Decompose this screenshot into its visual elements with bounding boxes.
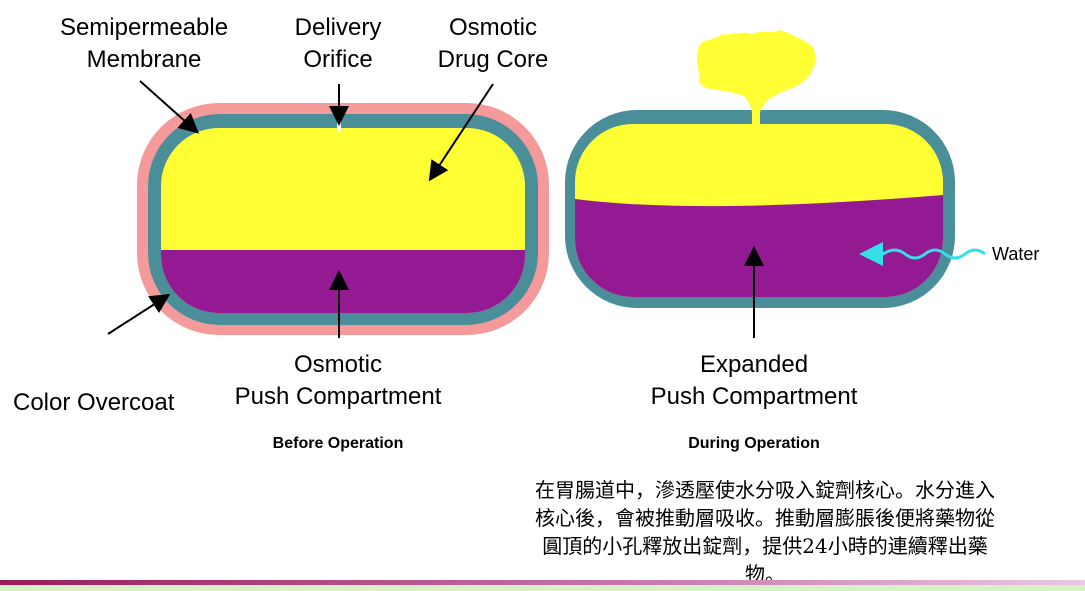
label-osmotic-drug-core: Osmotic Drug Core	[438, 12, 549, 76]
drug-release-plume	[697, 30, 816, 128]
expanded-push-region	[575, 195, 943, 297]
label-expanded-push-compartment-line2: Push Compartment	[650, 383, 858, 410]
label-osmotic-drug-core-line1: Osmotic	[448, 14, 537, 41]
arrow-color-overcoat	[107, 293, 171, 335]
label-osmotic-push-compartment: Osmotic Push Compartment	[235, 349, 442, 413]
bottom-accent-bar	[0, 580, 1085, 585]
arrow-semipermeable-membrane	[139, 80, 199, 134]
label-semipermeable-membrane: Semipermeable Membrane	[60, 12, 228, 76]
caption-during-operation: During Operation	[688, 435, 820, 452]
description-line-2: 核心後，會被推動層吸收。推動層膨脹後便將藥物從	[535, 506, 995, 530]
tablet-before	[137, 103, 549, 335]
label-delivery-orifice-line2: Orifice	[303, 46, 373, 73]
label-water: Water	[992, 244, 1040, 264]
description-line-1: 在胃腸道中，滲透壓使水分吸入錠劑核心。水分進入	[535, 478, 995, 502]
label-osmotic-push-compartment-line2: Push Compartment	[234, 383, 442, 410]
push-compartment-region	[161, 250, 525, 313]
annotation-arrows	[107, 80, 986, 338]
label-osmotic-push-compartment-line1: Osmotic	[293, 351, 383, 378]
label-expanded-push-compartment-line1: Expanded	[699, 351, 809, 378]
label-delivery-orifice-line1: Delivery	[294, 14, 382, 41]
arrow-osmotic-drug-core	[428, 83, 494, 182]
label-semipermeable-membrane-line1: Semipermeable	[59, 14, 229, 41]
label-semipermeable-membrane-line2: Membrane	[86, 46, 202, 73]
label-expanded-push-compartment: Expanded Push Compartment	[651, 349, 858, 413]
tablet-during	[565, 30, 955, 308]
label-delivery-orifice: Delivery Orifice	[295, 12, 382, 76]
water-arrow	[859, 242, 986, 266]
label-color-overcoat: Color Overcoat	[13, 389, 175, 416]
description-paragraph: 在胃腸道中，滲透壓使水分吸入錠劑核心。水分進入 核心後，會被推動層吸收。推動層膨…	[470, 476, 1060, 588]
description-line-3: 圓頂的小孔釋放出錠劑，提供24小時的連續釋出藥	[542, 534, 988, 558]
label-osmotic-drug-core-line2: Drug Core	[437, 46, 549, 73]
bottom-green-band	[0, 585, 1085, 591]
caption-before-operation: Before Operation	[272, 435, 404, 452]
